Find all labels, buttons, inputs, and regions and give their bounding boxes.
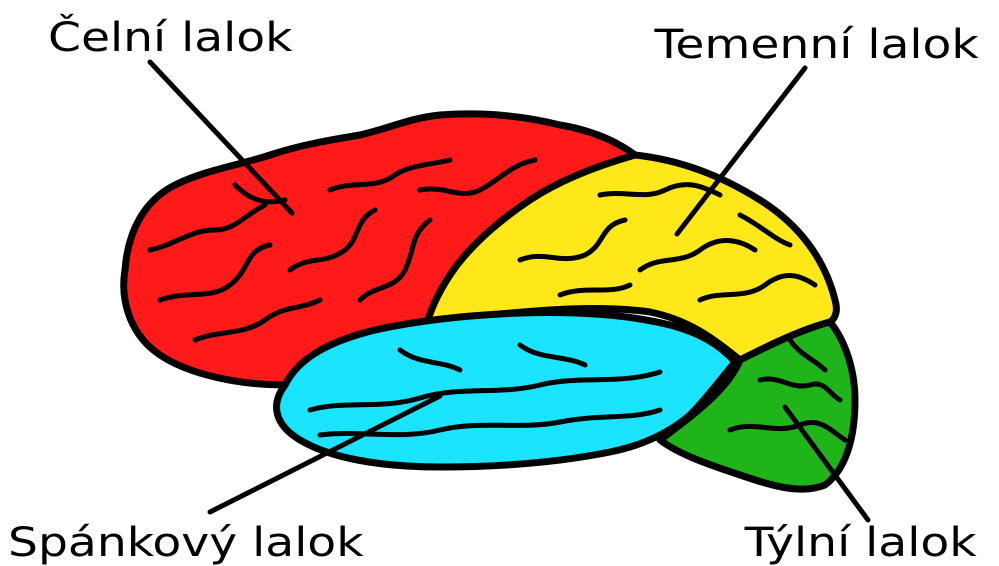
frontal-lobe-label: Čelní lalok bbox=[48, 18, 293, 58]
temporal-lobe-label: Spánkový lalok bbox=[8, 523, 364, 563]
occipital-lobe-label: Týlní lalok bbox=[745, 523, 977, 563]
parietal-lobe-label: Temenní lalok bbox=[655, 25, 979, 65]
